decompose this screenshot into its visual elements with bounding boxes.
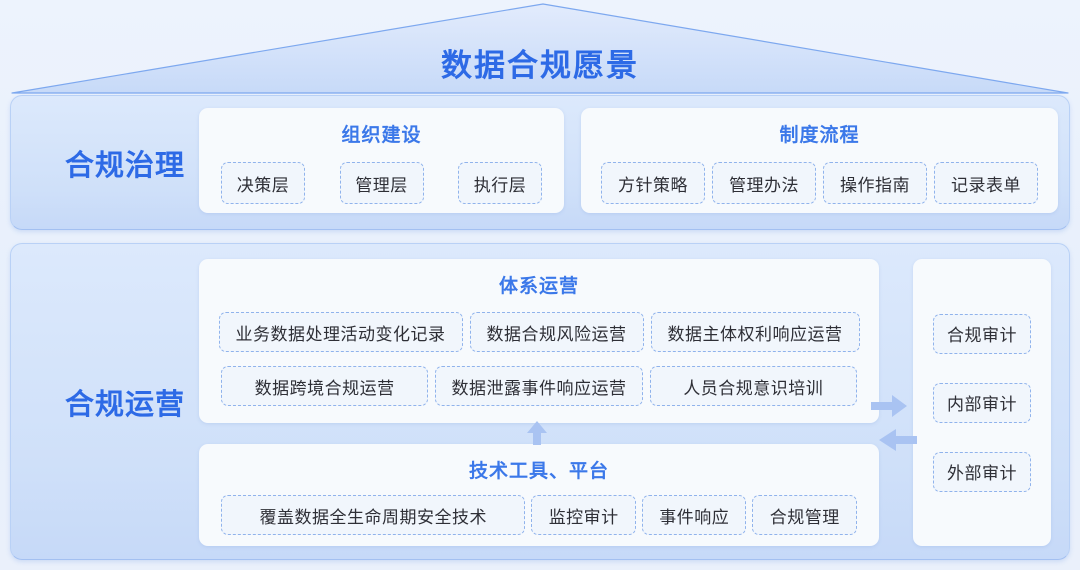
governance-label: 合规治理 (64, 149, 185, 182)
tech-tools-card: 技术工具、平台 覆盖数据全生命周期安全技术 监控审计 事件响应 合规管理 (199, 444, 879, 546)
org-building-card: 组织建设 决策层 管理层 执行层 (199, 108, 564, 213)
chip-policy-strategy: 方针策略 (601, 162, 705, 204)
tech-tools-title: 技术工具、平台 (468, 461, 609, 482)
chip-data-compliance-risk-ops: 数据合规风险运营 (469, 312, 644, 352)
system-operations-row-2: 数据跨境合规运营 数据泄露事件响应运营 人员合规意识培训 (199, 366, 879, 406)
process-system-card: 制度流程 方针策略 管理办法 操作指南 记录表单 (581, 108, 1058, 213)
process-system-row: 方针策略 管理办法 操作指南 记录表单 (581, 162, 1058, 204)
operations-label: 合规运营 (64, 388, 185, 421)
audit-column-card: 合规审计 内部审计 外部审计 (913, 259, 1051, 546)
system-operations-row-1: 业务数据处理活动变化记录 数据合规风险运营 数据主体权利响应运营 (199, 312, 879, 352)
chip-management-measures: 管理办法 (712, 162, 816, 204)
chip-decision-layer: 决策层 (221, 162, 305, 204)
chip-external-audit: 外部审计 (933, 451, 1031, 492)
process-system-title: 制度流程 (779, 125, 860, 146)
chip-business-data-activity-record: 业务数据处理活动变化记录 (218, 312, 463, 352)
chip-compliance-audit: 合规审计 (933, 313, 1031, 354)
governance-band: 合规治理 组织建设 决策层 管理层 执行层 制度流程 方针策略 管理办法 操作指… (10, 95, 1070, 230)
org-building-title: 组织建设 (341, 125, 422, 146)
chip-operation-guide: 操作指南 (823, 162, 927, 204)
system-operations-title: 体系运营 (498, 276, 579, 297)
chip-execution-layer: 执行层 (458, 162, 542, 204)
chip-record-forms: 记录表单 (934, 162, 1038, 204)
page-title: 数据合规愿景 (441, 48, 639, 83)
chip-personnel-awareness-training: 人员合规意识培训 (649, 366, 857, 406)
chip-compliance-management: 合规管理 (752, 495, 857, 535)
system-operations-card: 体系运营 业务数据处理活动变化记录 数据合规风险运营 数据主体权利响应运营 数据… (199, 259, 879, 423)
chip-cross-border-compliance-ops: 数据跨境合规运营 (221, 366, 429, 406)
vision-roof-shape (11, 3, 1069, 94)
chip-data-breach-response-ops: 数据泄露事件响应运营 (435, 366, 643, 406)
chip-internal-audit: 内部审计 (933, 382, 1031, 423)
chip-monitoring-audit: 监控审计 (531, 495, 636, 535)
org-building-row: 决策层 管理层 执行层 (199, 162, 564, 204)
chip-incident-response: 事件响应 (641, 495, 747, 535)
chip-data-subject-rights-ops: 数据主体权利响应运营 (650, 312, 860, 352)
operations-band: 合规运营 体系运营 业务数据处理活动变化记录 数据合规风险运营 数据主体权利响应… (10, 243, 1070, 560)
chip-management-layer: 管理层 (339, 162, 424, 204)
tech-tools-row: 覆盖数据全生命周期安全技术 监控审计 事件响应 合规管理 (199, 495, 879, 535)
chip-lifecycle-security-tech: 覆盖数据全生命周期安全技术 (221, 495, 526, 535)
